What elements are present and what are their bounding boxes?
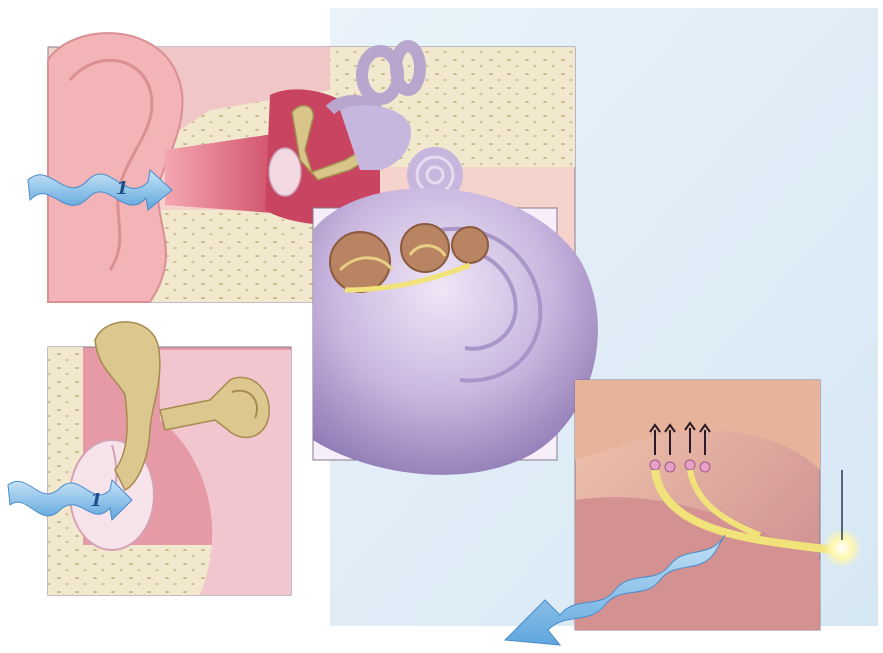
wave-number-label: 1 (116, 178, 129, 199)
wave-number-label-eardrum: 1 (90, 490, 103, 511)
eardrum-panel (48, 322, 291, 595)
cochlea-section (313, 188, 598, 475)
eardrum (269, 148, 301, 196)
